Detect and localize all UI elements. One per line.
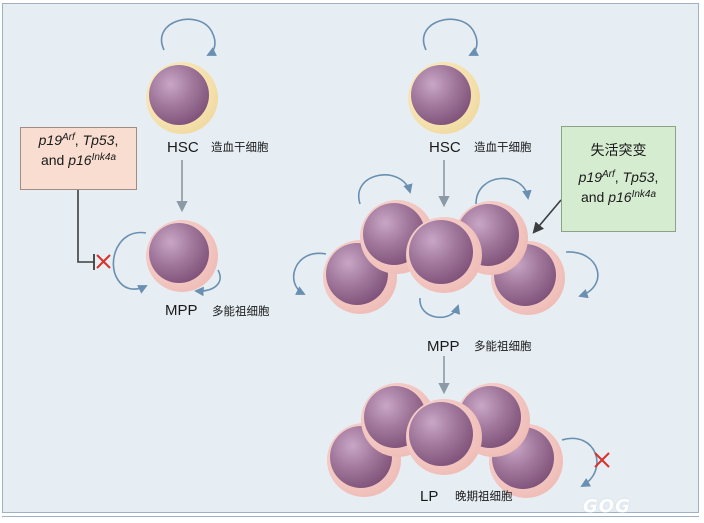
lp-cell-center (406, 399, 482, 475)
mpp-label-right: MPP (427, 338, 460, 355)
self-renewal-arrow-mpp-cluster-1 (357, 174, 413, 205)
gene-line-1: p19Arf, Tp53, (21, 130, 136, 150)
tumor-suppressor-box-left: p19Arf, Tp53, and p16Ink4a (20, 127, 137, 190)
gene-p19-sup: Arf (61, 132, 75, 143)
mpp-cluster (323, 200, 565, 315)
self-renewal-arrow-lp (561, 437, 598, 487)
self-renewal-arrow-hsc-right (422, 18, 480, 56)
bottom-rule (2, 516, 699, 517)
hsc-cell-right (408, 62, 480, 134)
gene-line-2-right: and p16Ink4a (562, 187, 675, 207)
gene-sep-2: , (114, 132, 119, 148)
mutation-title: 失活突变 (590, 143, 647, 159)
gene-p16-sup: Ink4a (91, 152, 117, 163)
mpp-zh-label-right: 多能祖细胞 (474, 339, 532, 353)
self-renewal-arrow-mpp-cluster-5 (419, 297, 461, 319)
self-renewal-arrow-mpp-cluster-4 (565, 251, 599, 299)
gene-sep-2-right: , (654, 169, 659, 185)
gene-p16: p16 (68, 152, 92, 168)
gene-and: and (40, 152, 69, 168)
block-x-icon-left (96, 254, 111, 269)
inhibition-line (77, 190, 94, 263)
hsc-label-right: HSC (429, 139, 461, 156)
lp-zh-label: 晚期祖细胞 (455, 489, 513, 503)
gene-line-1-right: p19Arf, Tp53, (562, 167, 675, 187)
gene-and-right: and (580, 189, 609, 205)
self-renewal-arrow-mpp-cluster-3 (293, 252, 327, 295)
lp-cluster (327, 383, 563, 498)
watermark: GOG (583, 496, 631, 517)
mpp-cell-cluster-center (406, 217, 482, 293)
hsc-label-left: HSC (167, 139, 199, 156)
self-renewal-arrow-mpp-left (112, 231, 148, 294)
inactivating-mutation-box-right: 失活突变 p19Arf, Tp53, and p16Ink4a (561, 126, 676, 232)
lp-label: LP (420, 488, 438, 505)
self-renewal-arrow-hsc-left (160, 18, 218, 56)
hsc-zh-label-right: 造血干细胞 (474, 140, 532, 154)
gene-tp53: Tp53 (82, 132, 115, 148)
hsc-cell-left (146, 62, 218, 134)
arrow-box-to-cluster (532, 199, 562, 234)
gene-sep-1: , (74, 132, 83, 148)
gene-sep-1-right: , (614, 169, 623, 185)
mpp-label-left: MPP (165, 302, 198, 319)
gene-p16-sup-right: Ink4a (631, 189, 657, 200)
gene-line-2: and p16Ink4a (21, 150, 136, 170)
self-renewal-arrow-mpp-left-2 (194, 269, 221, 297)
block-x-icon-lp (594, 452, 610, 468)
gene-p19-sup-right: Arf (601, 169, 615, 180)
gene-tp53-right: Tp53 (622, 169, 655, 185)
self-renewal-arrow-mpp-cluster-2 (475, 177, 532, 205)
mpp-cell-left (146, 220, 218, 292)
gene-p19: p19 (38, 132, 62, 148)
mpp-zh-label-left: 多能祖细胞 (212, 304, 270, 318)
gene-p19-right: p19 (578, 169, 602, 185)
hsc-zh-label-left: 造血干细胞 (211, 140, 269, 154)
gene-p16-right: p16 (608, 189, 632, 205)
